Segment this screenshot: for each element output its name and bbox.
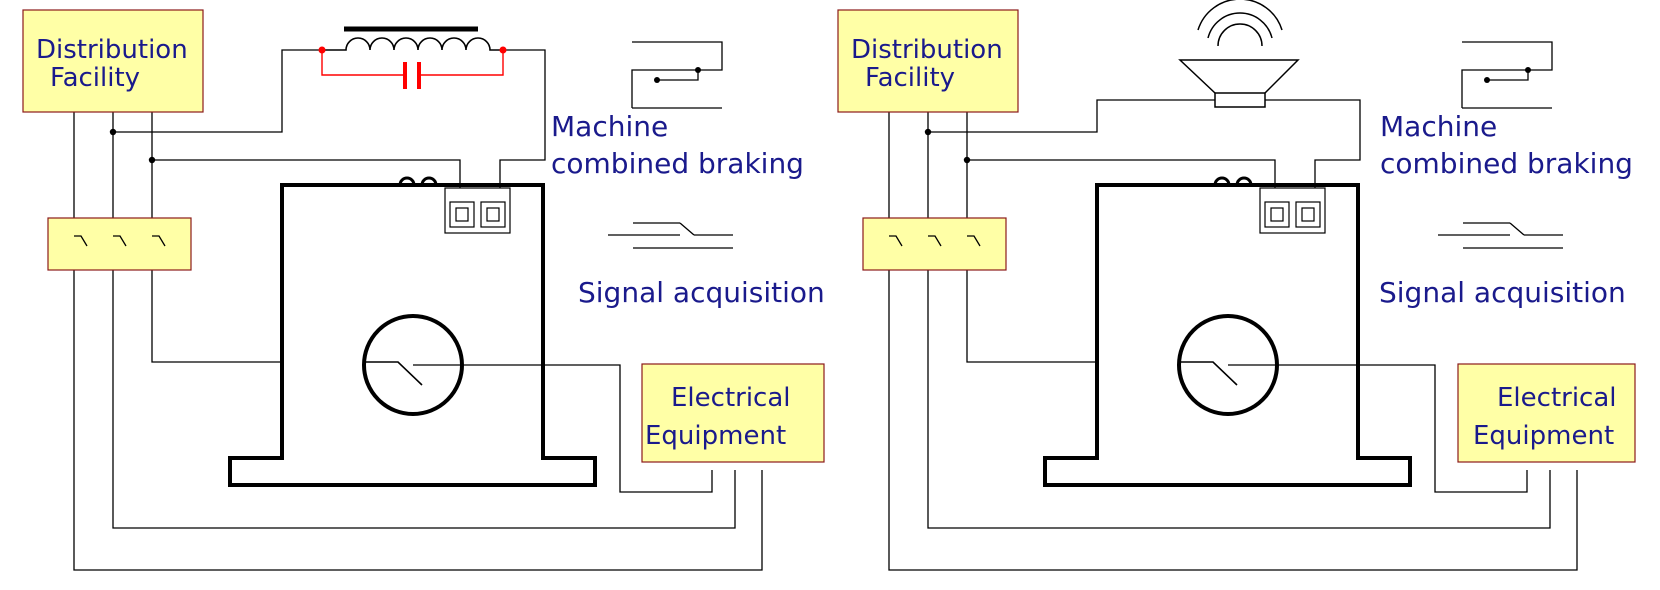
inductor-capacitor-filter-icon bbox=[318, 26, 507, 89]
distribution-facility-label-line2: Facility bbox=[865, 63, 955, 93]
electrical-equipment-label-line2: Equipment bbox=[645, 421, 786, 451]
sensor-symbol bbox=[362, 314, 464, 416]
machine-braking-label-line1: Machine bbox=[1380, 110, 1497, 143]
wiring bbox=[888, 99, 1578, 571]
junction-dot bbox=[148, 156, 156, 164]
signal-acquisition-label: Signal acquisition bbox=[1379, 276, 1626, 309]
distribution-facility-label-line1: Distribution bbox=[36, 35, 188, 65]
junction-dot bbox=[109, 128, 117, 136]
electrical-equipment-label-line1: Electrical bbox=[1497, 383, 1617, 413]
machine-braking-label-line2: combined braking bbox=[551, 147, 804, 180]
breaker-switch-strip bbox=[47, 217, 192, 271]
electrical-equipment-label-line1: Electrical bbox=[671, 383, 791, 413]
electrical-equipment-label-line2: Equipment bbox=[1473, 421, 1614, 451]
electrical-equipment-box: Electrical Equipment bbox=[1457, 363, 1636, 463]
machine-housing bbox=[228, 183, 597, 487]
signal-acquisition-label: Signal acquisition bbox=[578, 276, 825, 309]
panel-left: Distribution Facility Electrical Equipme… bbox=[22, 9, 825, 571]
distribution-facility-box: Distribution Facility bbox=[837, 9, 1019, 113]
junction-dot bbox=[924, 128, 932, 136]
signal-acquisition-symbol bbox=[608, 222, 733, 249]
distribution-facility-label-line1: Distribution bbox=[851, 35, 1003, 65]
machine-braking-contact-symbol bbox=[631, 41, 723, 109]
panel-right: Distribution Facility Electrical Equipme… bbox=[837, 0, 1636, 571]
junction-dot bbox=[963, 156, 971, 164]
terminal-block bbox=[444, 187, 511, 234]
lifting-lugs bbox=[1213, 176, 1253, 186]
machine-braking-label-line1: Machine bbox=[551, 110, 668, 143]
distribution-facility-label-line2: Facility bbox=[50, 63, 140, 93]
distribution-facility-box: Distribution Facility bbox=[22, 9, 204, 113]
sensor-symbol bbox=[1177, 314, 1279, 416]
machine-braking-contact-symbol bbox=[1461, 41, 1553, 109]
electrical-equipment-box: Electrical Equipment bbox=[641, 363, 825, 463]
terminal-block bbox=[1259, 187, 1326, 234]
machine-braking-label-line2: combined braking bbox=[1380, 147, 1633, 180]
speaker-icon bbox=[1178, 0, 1300, 108]
signal-acquisition-symbol bbox=[1438, 222, 1563, 249]
wiring bbox=[73, 49, 763, 571]
machine-housing bbox=[1043, 183, 1412, 487]
breaker-switch-strip bbox=[862, 217, 1007, 271]
lifting-lugs bbox=[398, 176, 438, 186]
